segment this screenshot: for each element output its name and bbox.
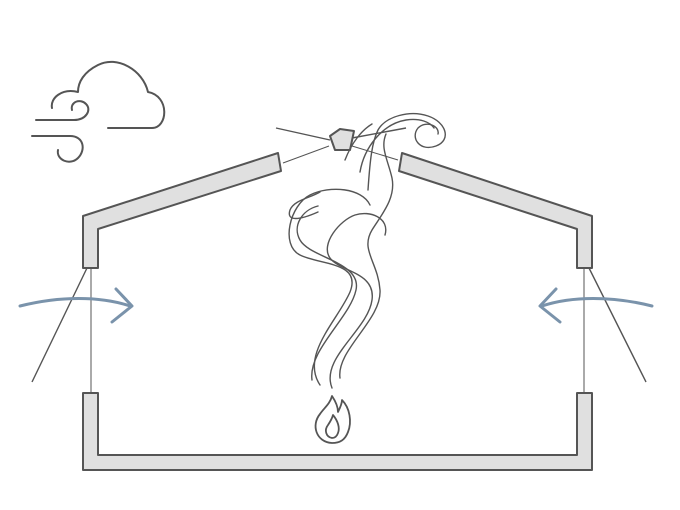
right-window-sash <box>588 267 647 383</box>
flame-outer <box>314 395 351 444</box>
arrow-right-icon <box>18 287 134 324</box>
airflow-arrows[interactable] <box>18 287 654 324</box>
smoke-plume <box>288 112 446 389</box>
roof-right-panel <box>398 152 593 269</box>
airflow-left-curve <box>18 297 132 308</box>
vent-arm-left <box>275 127 331 141</box>
roof-vent-icon <box>275 127 407 164</box>
smoke-strand-4 <box>339 133 394 379</box>
smoke-strand-8 <box>344 123 373 161</box>
roof-left-panel <box>82 152 282 269</box>
smoke-strand-7 <box>359 118 435 173</box>
left-window-sash <box>31 267 88 383</box>
vent-rope-left <box>282 145 330 164</box>
smoke-strand-2 <box>326 212 387 389</box>
cloud-wind-icon <box>31 60 166 163</box>
side-windows <box>31 267 647 393</box>
vent-arm-right <box>351 127 407 139</box>
building <box>82 152 593 471</box>
smoke-strand-6 <box>367 112 446 191</box>
airflow-right-head <box>538 287 562 324</box>
vent-body <box>329 128 355 151</box>
cloud-outline <box>50 60 166 129</box>
airflow-right-curve <box>540 297 654 308</box>
wind-line-lower <box>31 135 84 163</box>
flame-icon <box>314 395 351 444</box>
smoke-strand-3 <box>296 205 357 381</box>
lower-wall <box>82 392 593 471</box>
wind-line-upper <box>35 100 90 121</box>
smoke-strand-1 <box>288 188 371 386</box>
smoke-strand-5 <box>288 191 321 220</box>
vent-rope-right <box>351 145 399 161</box>
arrow-left-icon <box>538 287 654 324</box>
flame-inner <box>325 414 340 439</box>
airflow-left-head <box>110 287 134 324</box>
